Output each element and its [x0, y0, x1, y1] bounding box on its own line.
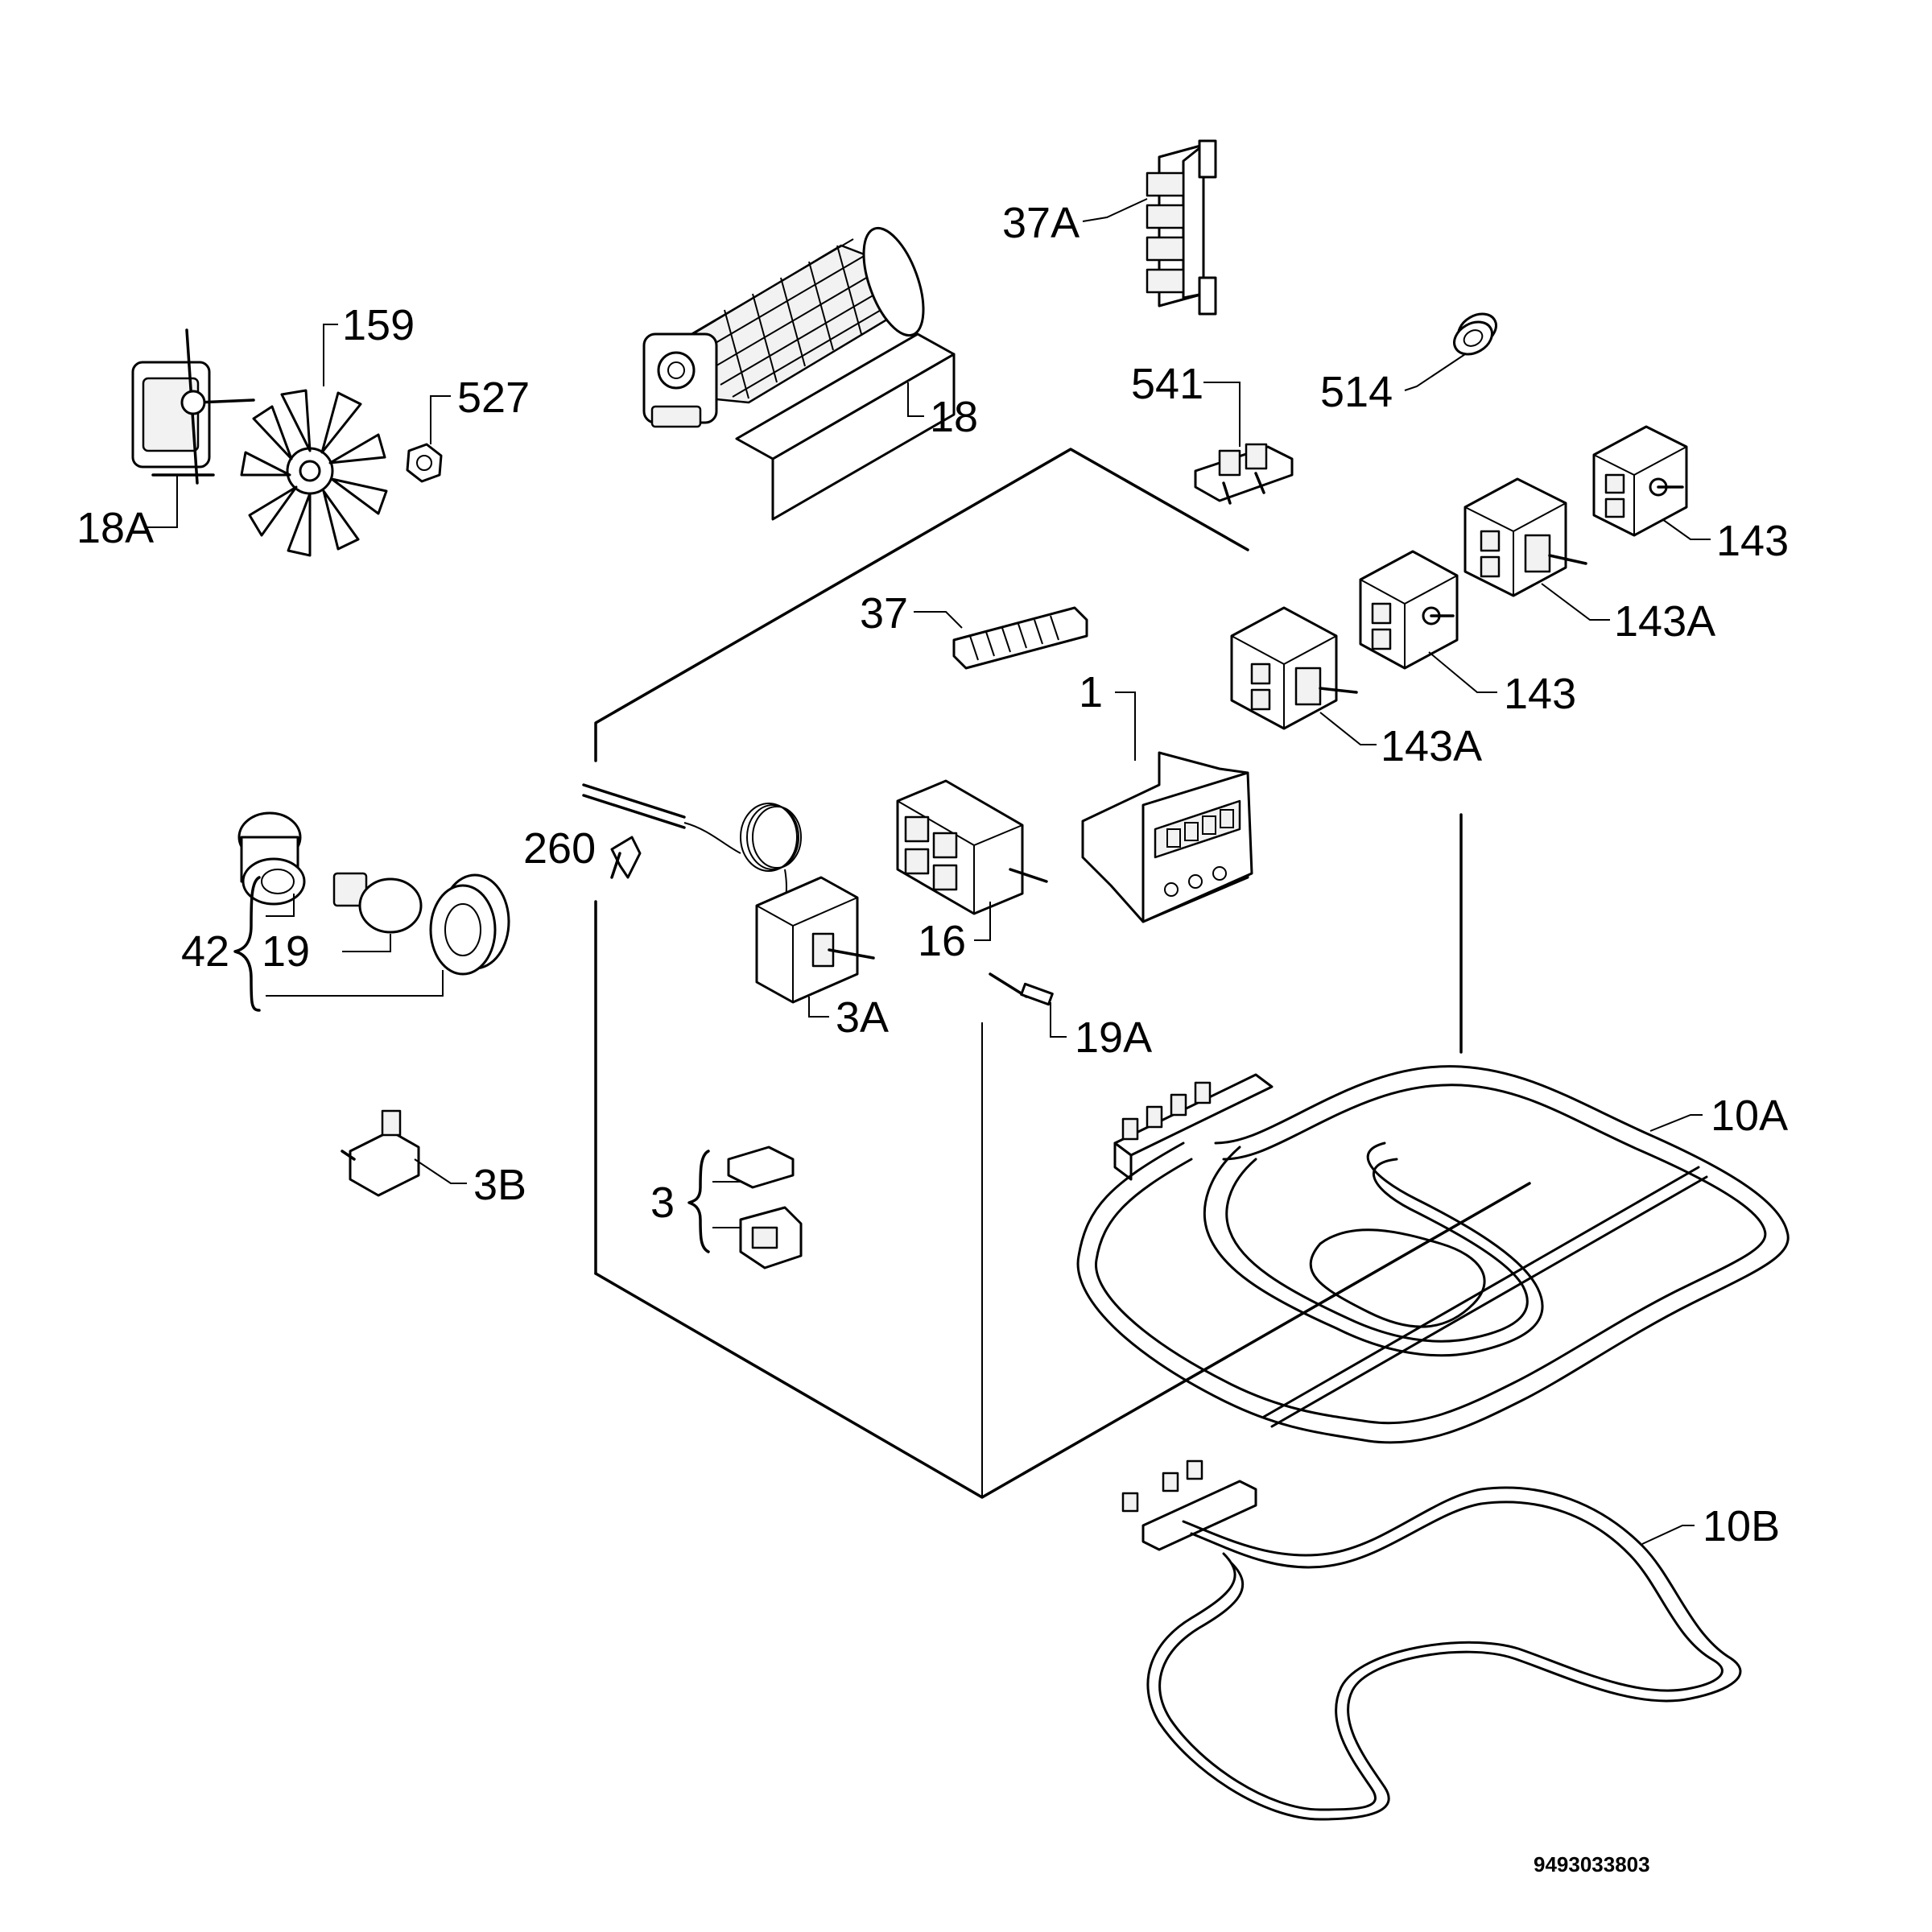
grommet-part [1453, 312, 1497, 356]
switch-143A-upper-part [1463, 477, 1587, 597]
sensor-probe-part [989, 972, 1054, 1006]
label-1: 1 [1079, 668, 1103, 716]
leader-3A [808, 997, 829, 1018]
label-143A-lower: 143A [1381, 722, 1482, 770]
label-3: 3 [650, 1179, 675, 1227]
leader-18A [145, 475, 178, 528]
switch-143A-lower-part [1230, 606, 1358, 730]
tangential-fan-part [642, 226, 956, 521]
label-143A-upper: 143A [1614, 597, 1715, 646]
fan-motor-part [131, 328, 255, 485]
label-18: 18 [930, 393, 978, 441]
label-260: 260 [523, 824, 596, 873]
leader-541 [1203, 382, 1241, 447]
leader-37A [1082, 198, 1148, 222]
label-3B: 3B [473, 1161, 526, 1209]
leader-1 [1115, 691, 1136, 761]
leader-143A-upper [1541, 583, 1610, 621]
label-143-upper: 143 [1716, 517, 1789, 565]
leader-16 [974, 902, 991, 941]
selector-switch-part [896, 779, 1048, 915]
label-143-lower: 143 [1504, 670, 1576, 718]
label-3A: 3A [836, 993, 889, 1042]
lamp-cover-part [429, 873, 510, 976]
label-42: 42 [181, 927, 229, 976]
lamp-bulb-part [332, 872, 423, 934]
label-18A: 18A [76, 504, 154, 552]
leader-10A [1649, 1114, 1703, 1132]
connector-part [1194, 443, 1294, 505]
bracket-42 [233, 876, 444, 1012]
label-16: 16 [918, 917, 966, 965]
label-19A: 19A [1075, 1013, 1152, 1062]
bracket-3 [687, 1150, 741, 1253]
oven-cavity-outline [594, 448, 1531, 1499]
leader-18 [907, 382, 924, 417]
label-19: 19 [262, 927, 310, 976]
label-10A: 10A [1711, 1092, 1788, 1140]
switch-143-upper-part [1592, 425, 1688, 537]
leader-159 [323, 324, 338, 386]
label-527: 527 [457, 374, 530, 422]
label-10B: 10B [1703, 1502, 1780, 1550]
fan-blade-part [240, 389, 388, 557]
leader-143-upper [1662, 518, 1711, 540]
leader-3B [414, 1158, 467, 1184]
terminal-strip-part [1146, 139, 1217, 316]
lamp-holder-part [237, 811, 306, 906]
label-541: 541 [1131, 360, 1203, 408]
part-labels: 1 3 3A 3B 10A 10B 16 18 18A 19 19A 37 37… [76, 199, 1789, 1876]
leader-514 [1404, 353, 1466, 391]
small-thermostat-part [341, 1109, 420, 1197]
switch-143-lower-part [1359, 550, 1459, 670]
label-37: 37 [860, 589, 908, 638]
thermostat-part [582, 783, 875, 1004]
leader-19A [1050, 1002, 1067, 1038]
document-id: 9493033803 [1534, 1852, 1650, 1876]
label-37A: 37A [1002, 199, 1080, 247]
leader-143A-lower [1319, 712, 1377, 745]
leader-10B [1641, 1525, 1695, 1545]
label-514: 514 [1320, 368, 1393, 416]
bottom-element-part [1121, 1459, 1742, 1821]
leader-143-lower [1428, 651, 1497, 693]
clip-part [610, 836, 642, 879]
label-159: 159 [342, 301, 415, 349]
fan-nut-part [406, 443, 443, 483]
terminal-block-part [952, 606, 1088, 670]
timer-display-part [1081, 751, 1253, 923]
safety-thermostat-part [727, 1146, 803, 1269]
leader-37 [914, 611, 963, 629]
leader-527 [430, 395, 451, 444]
grill-element-part [1076, 1065, 1790, 1444]
